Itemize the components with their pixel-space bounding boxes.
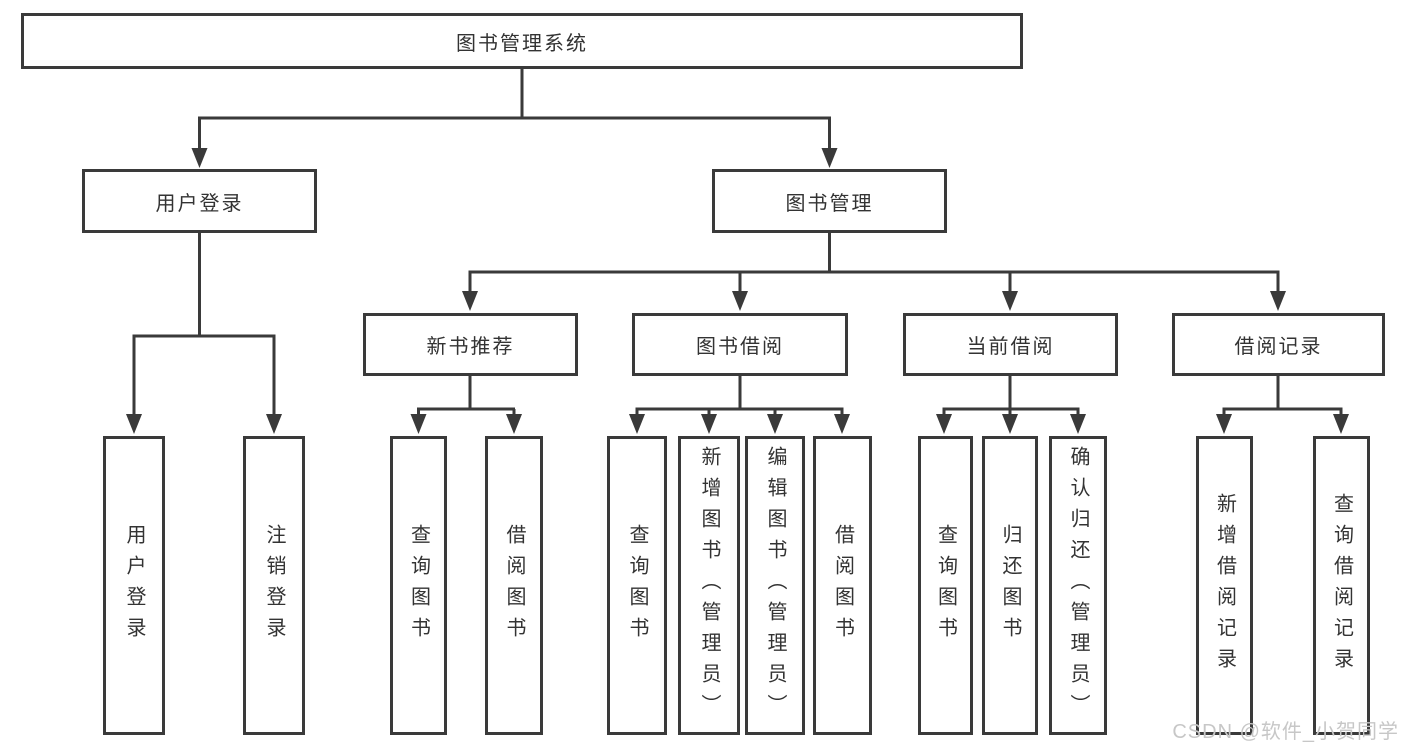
- leaf-label: 注销登录: [263, 523, 285, 648]
- leaf-label: 借阅图书: [831, 523, 854, 648]
- node-borrowing-records: 借阅记录: [1172, 313, 1385, 376]
- node-user-login: 用户登录: [82, 169, 317, 233]
- leaf-query-borrow-record: 查询借阅记录: [1313, 436, 1370, 735]
- leaf-query-books-current: 查询图书: [918, 436, 973, 735]
- leaf-add-book-admin: 新增图书（管理员）: [678, 436, 740, 735]
- node-new-book-recommendation: 新书推荐: [363, 313, 578, 376]
- leaf-label: 归还图书: [999, 523, 1021, 648]
- leaf-borrow-books-recommend: 借阅图书: [485, 436, 543, 735]
- leaf-add-borrow-record: 新增借阅记录: [1196, 436, 1253, 735]
- leaf-borrow-books-borrowing: 借阅图书: [813, 436, 872, 735]
- leaf-label: 新增借阅记录: [1213, 492, 1236, 679]
- leaf-query-books-recommend: 查询图书: [390, 436, 447, 735]
- node-label: 新书推荐: [426, 336, 515, 358]
- leaf-label: 新增图书（管理员）: [698, 446, 720, 725]
- node-book-borrowing: 图书借阅: [632, 313, 848, 376]
- node-current-borrowing: 当前借阅: [903, 313, 1118, 376]
- leaf-label: 借阅图书: [503, 523, 525, 648]
- node-label: 当前借阅: [966, 336, 1055, 358]
- node-label: 图书管理系统: [456, 32, 588, 55]
- leaf-edit-book-admin: 编辑图书（管理员）: [745, 436, 805, 735]
- node-book-management: 图书管理: [712, 169, 947, 233]
- leaf-query-books-borrowing: 查询图书: [607, 436, 667, 735]
- node-label: 用户登录: [155, 192, 244, 215]
- leaf-confirm-return-admin: 确认归还（管理员）: [1049, 436, 1107, 735]
- leaf-label: 查询借阅记录: [1330, 492, 1353, 679]
- leaf-return-book: 归还图书: [982, 436, 1038, 735]
- watermark: CSDN @软件_小贺同学: [1172, 721, 1399, 743]
- leaf-label: 查询图书: [934, 523, 957, 648]
- leaf-user-login: 用户登录: [103, 436, 165, 735]
- leaf-label: 查询图书: [626, 523, 648, 648]
- leaf-label: 查询图书: [407, 523, 430, 648]
- node-label: 借阅记录: [1234, 336, 1323, 358]
- leaf-label: 编辑图书（管理员）: [764, 446, 786, 725]
- leaf-label: 用户登录: [123, 523, 145, 648]
- node-label: 图书借阅: [696, 336, 784, 358]
- leaf-logout: 注销登录: [243, 436, 305, 735]
- node-library-management-system: 图书管理系统: [21, 13, 1023, 69]
- leaf-label: 确认归还（管理员）: [1067, 446, 1089, 725]
- node-label: 图书管理: [785, 192, 874, 215]
